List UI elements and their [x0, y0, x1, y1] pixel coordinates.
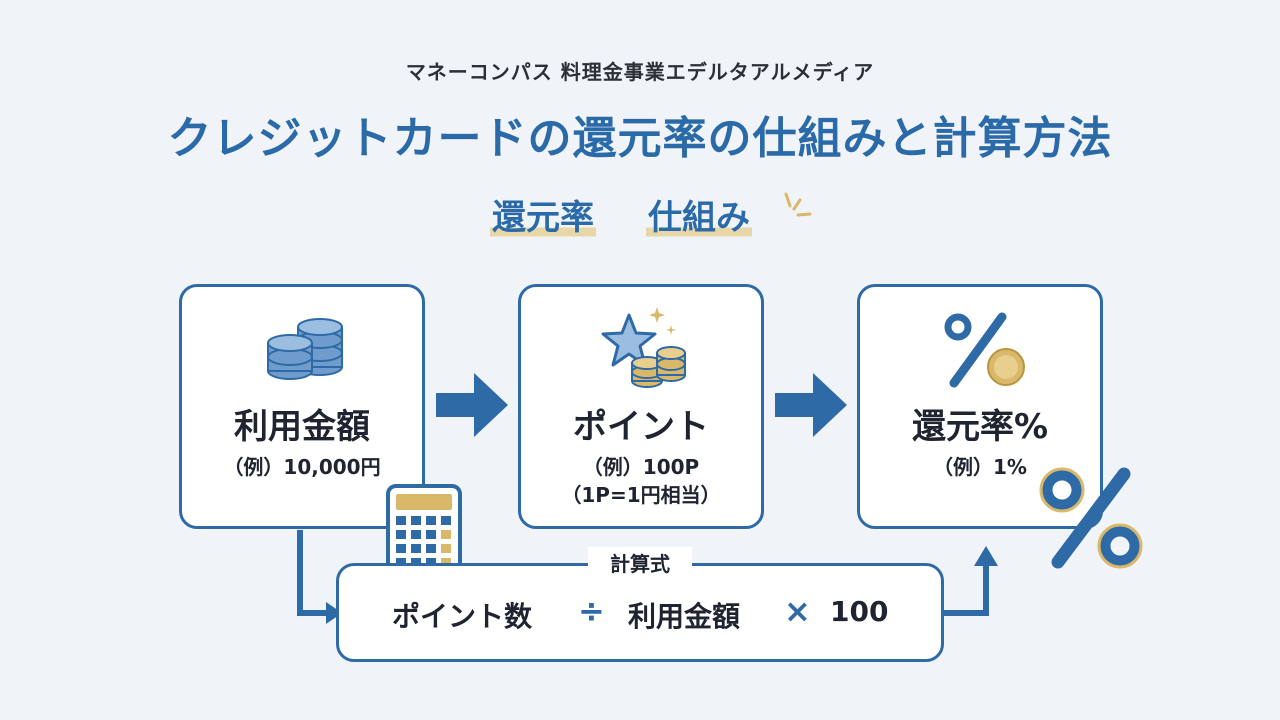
reward-rate-card: 還元率% （例）1%: [857, 284, 1103, 529]
star-coins-icon: [601, 307, 686, 388]
page-title: クレジットカードの還元率の仕組みと計算方法: [167, 113, 1113, 164]
reward-rate-example: （例）1%: [933, 455, 1027, 479]
usage-amount-example: （例）10,000円: [223, 455, 381, 479]
multiply-operator: ×: [784, 592, 811, 630]
formula-connector-lines: [297, 530, 998, 624]
sparkle-lines-icon: [784, 192, 812, 217]
section-heading-word-1: 還元率: [490, 196, 596, 240]
formula-term-hundred: 100: [830, 595, 889, 628]
section-heading-word-2: 仕組み: [646, 196, 752, 240]
points-card: ポイント （例）100P （1P=1円相当）: [518, 284, 764, 529]
arrow-right-icon: [775, 373, 847, 437]
reward-rate-title: 還元率%: [911, 407, 1049, 447]
points-example: （例）100P: [582, 455, 700, 479]
calculator-icon: [386, 484, 462, 578]
formula-term-usage: 利用金額: [628, 600, 741, 633]
usage-amount-title: 利用金額: [234, 407, 370, 447]
arrow-right-icon: [436, 373, 508, 437]
formula-label: 計算式: [588, 547, 692, 581]
large-percent-icon: [1039, 467, 1143, 569]
percent-coin-icon: [944, 312, 1025, 388]
divide-operator: ÷: [578, 592, 605, 630]
brand-line: マネーコンパス 料理金事業エデルタアルメディア: [405, 60, 875, 84]
coin-stack-icon: [267, 318, 343, 380]
usage-amount-card: 利用金額 （例）10,000円: [179, 284, 425, 529]
points-title: ポイント: [573, 407, 709, 447]
formula-term-points: ポイント数: [392, 600, 533, 633]
points-note: （1P=1円相当）: [561, 483, 721, 507]
